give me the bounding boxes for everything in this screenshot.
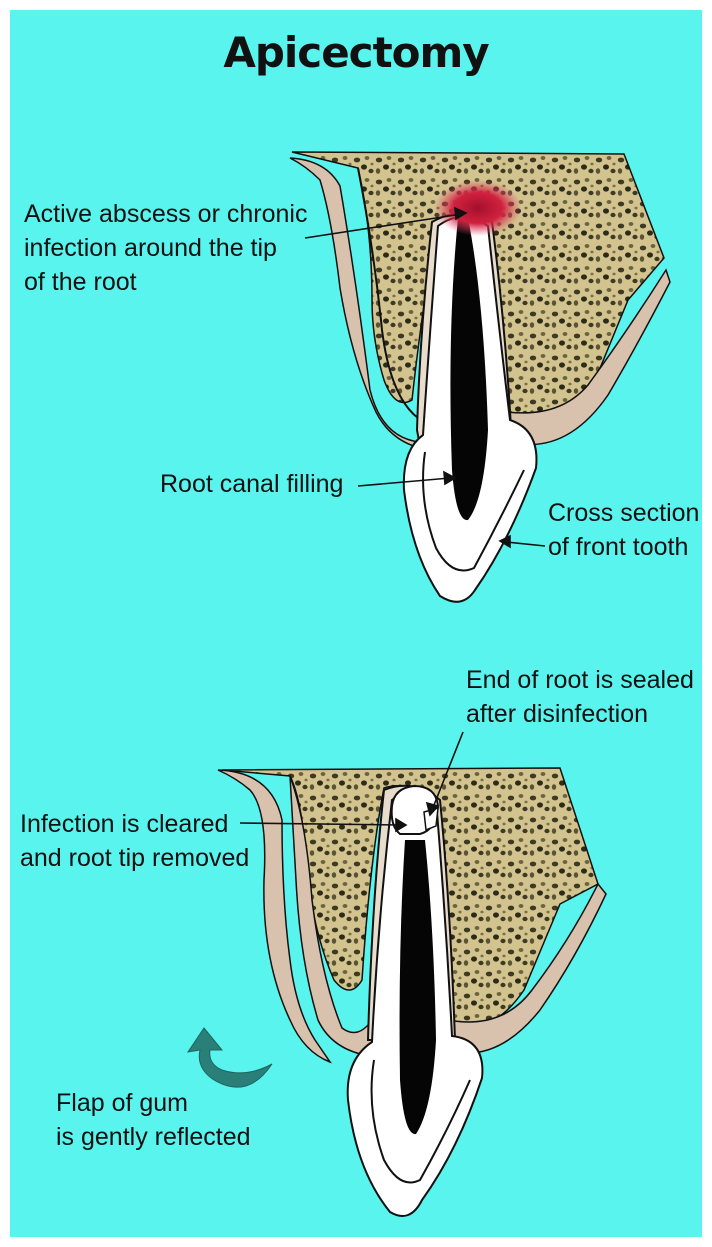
label-infection-cleared: Infection is cleared and root tip remove… [20, 807, 249, 875]
cross-section-leader [506, 542, 545, 546]
curved-arrow-icon [188, 1028, 272, 1087]
abscess-area [434, 180, 522, 236]
label-root-canal-filling: Root canal filling [160, 467, 343, 501]
label-gum-flap: Flap of gum is gently reflected [56, 1086, 251, 1154]
label-abscess: Active abscess or chronic infection arou… [24, 197, 307, 299]
label-root-sealed: End of root is sealed after disinfection [466, 663, 694, 731]
label-cross-section: Cross section of front tooth [548, 496, 699, 564]
tooth-diagram-bottom [218, 768, 606, 1216]
